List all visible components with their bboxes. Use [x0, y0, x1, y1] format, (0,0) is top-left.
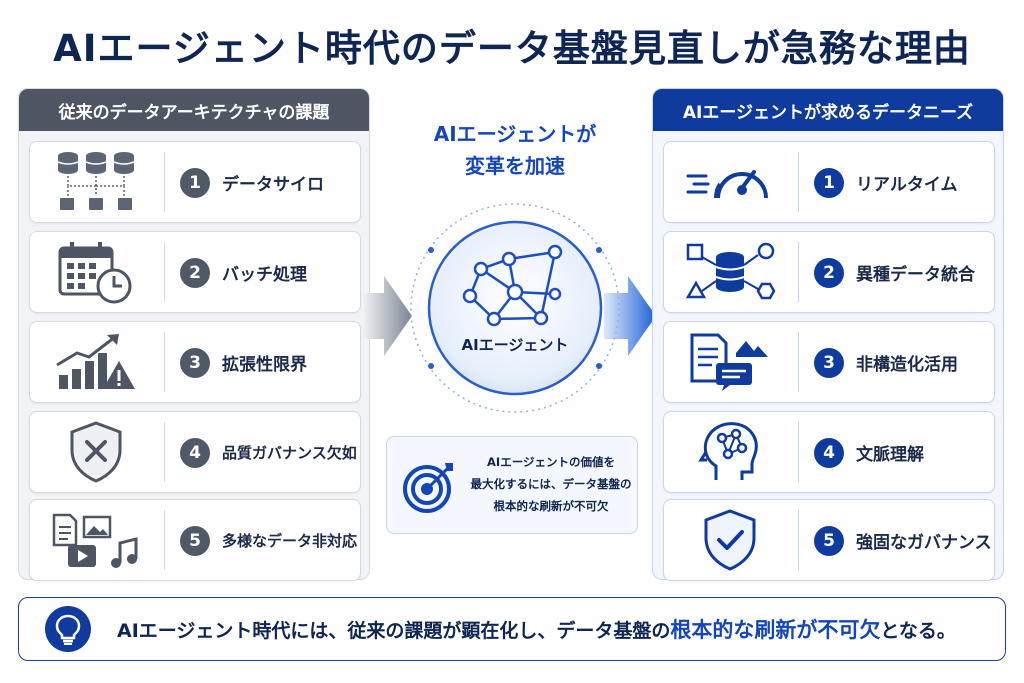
item-label: 品質ガバナンス欠如 [222, 443, 357, 462]
shield-x-icon [30, 412, 162, 492]
data-integration-icon [664, 232, 796, 312]
item-label: 文脈理解 [856, 444, 924, 465]
center-headline-line2: 変革を加速 [465, 154, 565, 178]
needs-item-5: 5 強固なガバナンス [663, 499, 995, 581]
item-label: 非構造化活用 [856, 354, 958, 375]
item-number: 2 [814, 258, 844, 288]
growth-warning-icon [30, 322, 162, 402]
item-label: データサイロ [222, 174, 324, 195]
target-icon [401, 459, 457, 519]
calendar-clock-icon [30, 232, 162, 312]
item-number: 4 [814, 438, 844, 468]
legacy-item-4: 4 品質ガバナンス欠如 [29, 411, 361, 493]
conclusion-highlight: 根本的な刷新が不可欠 [670, 618, 881, 642]
agent-needs-panel: AIエージェントが求めるデータニーズ 1 リアルタイム [652, 88, 1004, 581]
item-label: バッチ処理 [222, 264, 307, 285]
flow-arrow-right [604, 276, 656, 356]
item-number: 1 [814, 168, 844, 198]
legacy-challenges-panel: 従来のデータアーキテクチャの課題 1 データサイロ [18, 88, 370, 581]
document-chat-icon [664, 322, 796, 402]
value-note-box: AIエージェントの価値を 最大化するには、データ基盤の 根本的な刷新が不可欠 [386, 436, 638, 534]
item-number: 5 [814, 526, 844, 556]
center-headline: AIエージェントが 変革を加速 [390, 118, 640, 182]
item-number: 1 [180, 168, 210, 198]
conclusion-bar: AIエージェント時代には、従来の課題が顕在化し、データ基盤の 根本的な刷新が不可… [18, 597, 1006, 661]
needs-panel-header: AIエージェントが求めるデータニーズ [653, 89, 1003, 131]
item-number: 3 [180, 348, 210, 378]
legacy-item-1: 1 データサイロ [29, 141, 361, 223]
item-number: 4 [180, 438, 210, 468]
legacy-panel-header: 従来のデータアーキテクチャの課題 [19, 89, 369, 131]
flow-arrow-left [364, 276, 412, 356]
legacy-item-5: 5 多様なデータ非対応 [29, 499, 361, 581]
center-headline-line1: AIエージェントが [433, 122, 597, 146]
legacy-item-3: 3 拡張性限界 [29, 321, 361, 403]
item-label: 拡張性限界 [222, 354, 307, 375]
conclusion-text: AIエージェント時代には、従来の課題が顕在化し、データ基盤の 根本的な刷新が不可… [117, 598, 956, 660]
needs-item-3: 3 非構造化活用 [663, 321, 995, 403]
value-note-text: AIエージェントの価値を 最大化するには、データ基盤の 根本的な刷新が不可欠 [470, 455, 632, 513]
media-files-icon [30, 500, 162, 580]
item-label: 異種データ統合 [856, 264, 975, 285]
needs-item-4: 4 文脈理解 [663, 411, 995, 493]
item-number: 3 [814, 348, 844, 378]
shield-check-icon [664, 500, 796, 580]
item-number: 2 [180, 258, 210, 288]
item-label: 強固なガバナンス [856, 532, 992, 553]
agent-label: AIエージェント [461, 336, 569, 354]
speedometer-icon [664, 142, 796, 222]
item-number: 5 [180, 526, 210, 556]
head-network-icon [664, 412, 796, 492]
database-silo-icon [30, 142, 162, 222]
legacy-item-2: 2 バッチ処理 [29, 231, 361, 313]
item-label: 多様なデータ非対応 [222, 531, 358, 550]
lightbulb-icon [45, 606, 91, 652]
item-label: リアルタイム [856, 174, 958, 195]
page-title: AIエージェント時代のデータ基盤見直しが急務な理由 [53, 27, 971, 70]
needs-item-1: 1 リアルタイム [663, 141, 995, 223]
needs-item-2: 2 異種データ統合 [663, 231, 995, 313]
